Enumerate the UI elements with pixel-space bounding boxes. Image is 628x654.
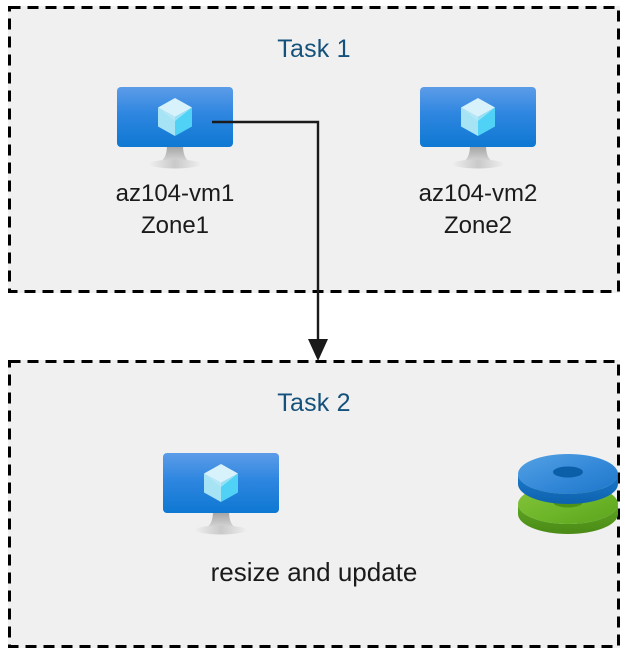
- node-label-az104-vm1: az104-vm1 Zone1: [115, 180, 235, 239]
- down-arrow-icon: [308, 339, 328, 361]
- node-label-az104-vm2: az104-vm2 Zone2: [418, 180, 538, 239]
- task-1-container: Task 1: [8, 6, 620, 293]
- node-az104-vm2[interactable]: az104-vm2 Zone2: [358, 86, 598, 242]
- task-2-caption: resize and update: [210, 557, 418, 587]
- managed-disks-icon[interactable]: [516, 452, 620, 536]
- task-2-title: Task 2: [277, 389, 351, 417]
- virtual-machine-icon: [55, 86, 295, 170]
- virtual-machine-icon[interactable]: [163, 452, 279, 536]
- task-2-icon-row: [8, 452, 620, 536]
- task-1-title: Task 1: [277, 35, 351, 63]
- task-2-container: Task 2: [8, 360, 620, 648]
- virtual-machine-icon: [358, 86, 598, 170]
- node-az104-vm1[interactable]: az104-vm1 Zone1: [55, 86, 295, 242]
